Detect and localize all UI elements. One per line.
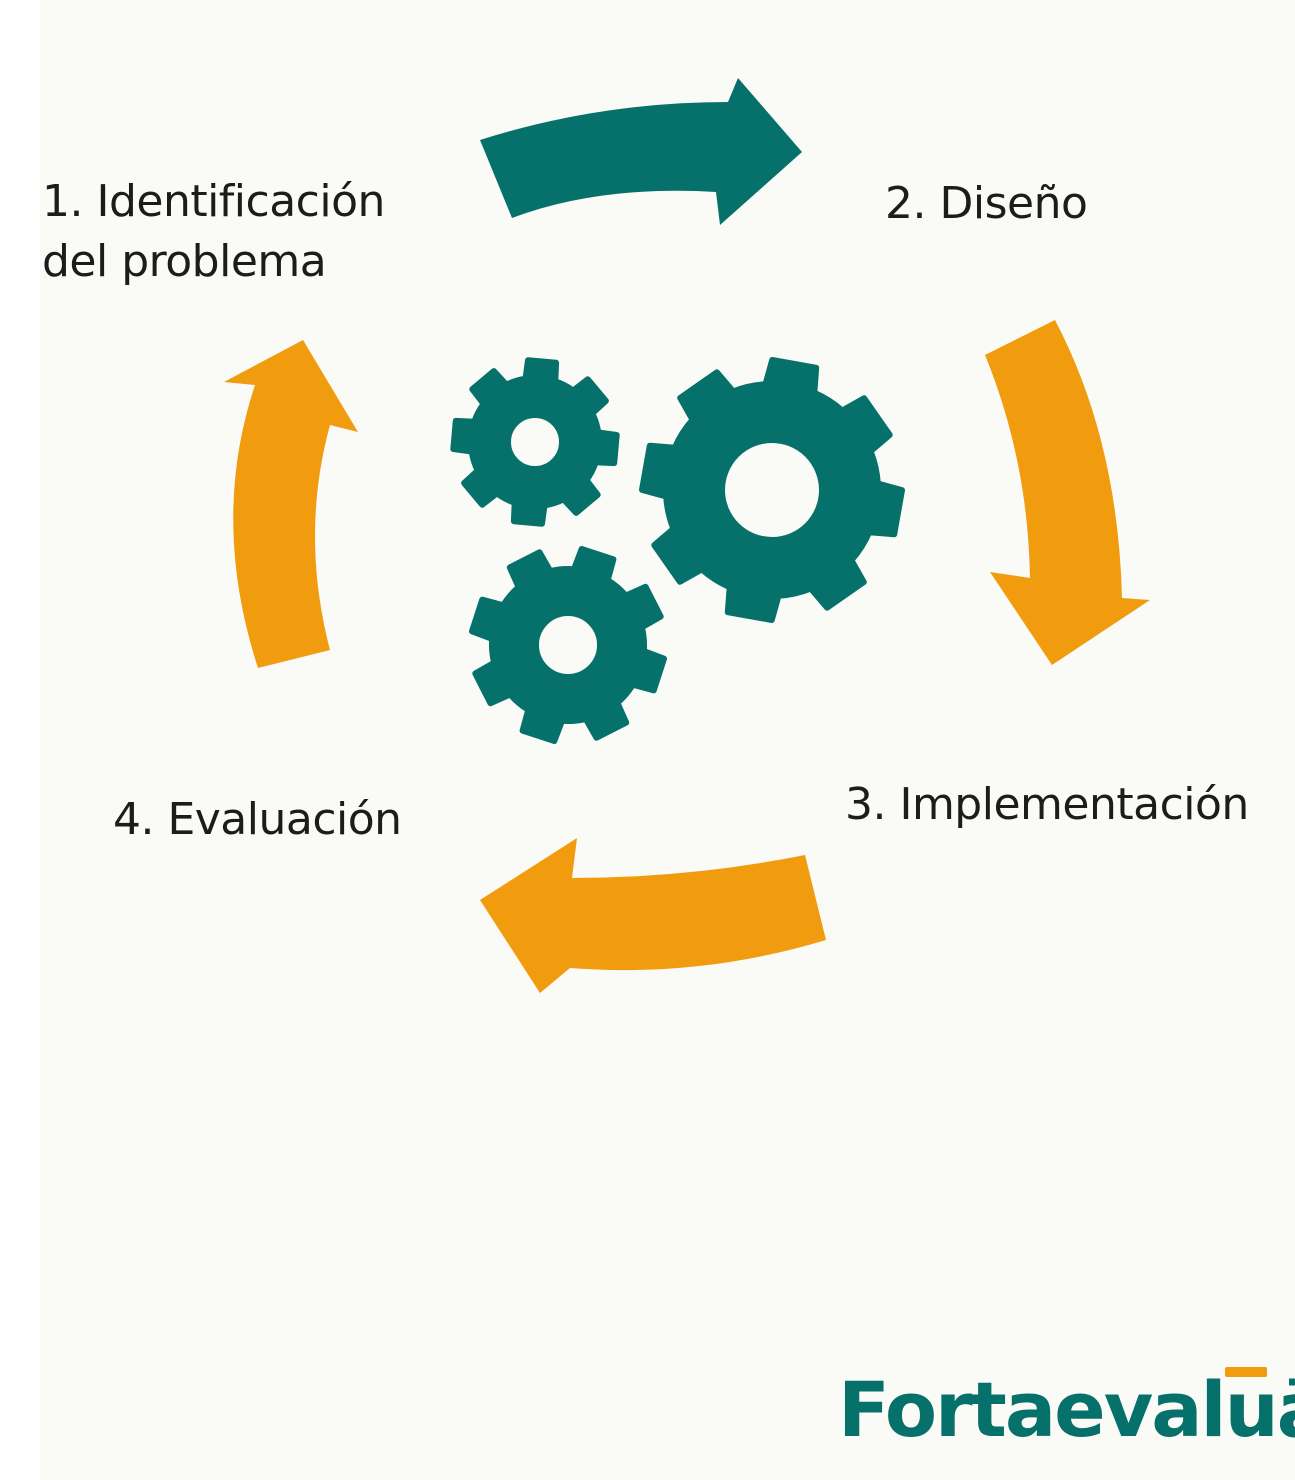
arrow-implementacion-to-evaluacion [480, 838, 826, 993]
stage-4-label: 4. Evaluación [113, 794, 402, 845]
background-panel [40, 0, 1295, 1480]
arrow-evaluacion-to-identificacion [224, 340, 358, 668]
large-gear-icon [639, 357, 905, 623]
brand-logo-accent [1225, 1367, 1267, 1377]
arrow-diseno-to-implementacion [985, 320, 1150, 665]
small-gear-bottom-icon-shape [469, 546, 667, 744]
stage-1-label: 1. Identificación del problema [42, 172, 385, 292]
arrow-identificacion-to-diseno [480, 78, 802, 225]
stage-1-label-line1: 1. Identificación [42, 176, 385, 227]
gears-icon [450, 357, 905, 744]
small-gear-top-icon-shape [450, 357, 620, 527]
large-gear-icon-shape [639, 357, 905, 623]
stage-3-label: 3. Implementación [845, 779, 1249, 830]
brand-logo: Fortaevaluā [838, 1365, 1295, 1454]
small-gear-top-icon [450, 357, 620, 527]
small-gear-bottom-icon [469, 546, 667, 744]
stage-1-label-line2: del problema [42, 236, 327, 287]
stage-2-label: 2. Diseño [885, 178, 1088, 229]
